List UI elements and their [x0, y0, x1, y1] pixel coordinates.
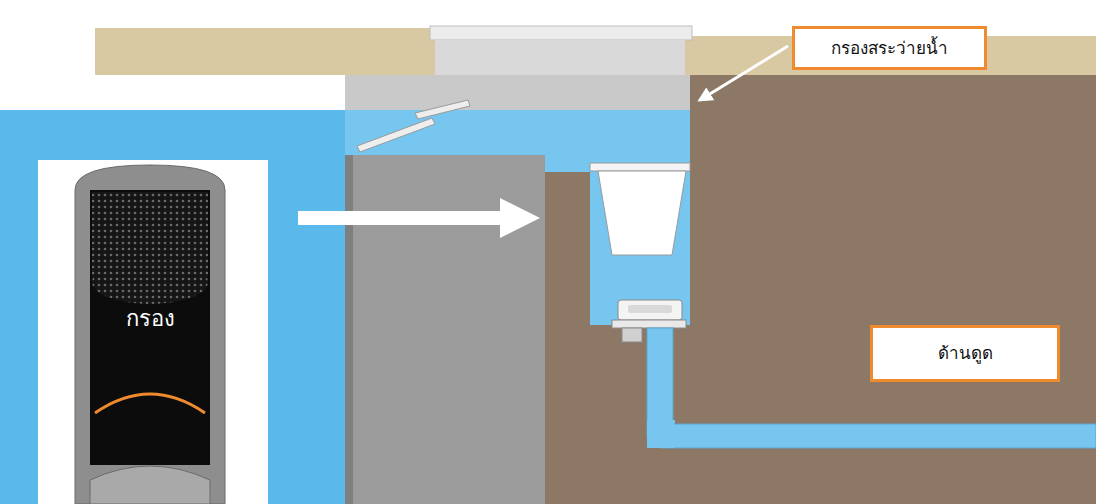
suction-pipe [647, 328, 673, 436]
pipe-elbow [647, 420, 675, 448]
suction-fitting [618, 300, 682, 320]
callout-box: ด้านดูด [870, 325, 1060, 382]
weir-flap [357, 118, 435, 152]
fitting-flange [612, 320, 686, 328]
callout-text: ด้านดูด [938, 343, 993, 363]
lid-collar [435, 40, 685, 75]
pipe-elbow [648, 422, 674, 448]
part-label: กรอง [100, 300, 200, 336]
filter-mesh [92, 260, 208, 304]
cartridge-base [90, 466, 210, 504]
flow-arrow [298, 198, 540, 238]
filter-basket [598, 171, 686, 255]
callout-text: กรองสระว่ายน้ำ [831, 38, 948, 58]
skimmer-body [345, 75, 690, 115]
basket-rim [590, 163, 690, 171]
filter-cartridge [75, 165, 225, 504]
chamber-water [590, 165, 690, 325]
seal-ring [95, 394, 205, 413]
leader-arrow [700, 46, 788, 100]
weir-flap [415, 100, 470, 119]
skimmer-lid [430, 26, 692, 40]
fitting-nut [622, 328, 642, 342]
inset-panel [38, 160, 268, 504]
suction-pipe [660, 424, 1096, 448]
wall-edge [345, 155, 353, 504]
deck-slab [95, 28, 435, 75]
callout-box: กรองสระว่ายน้ำ [792, 26, 987, 70]
cartridge-core [90, 190, 210, 465]
suction-fitting [628, 305, 672, 313]
pool-water [0, 110, 360, 504]
